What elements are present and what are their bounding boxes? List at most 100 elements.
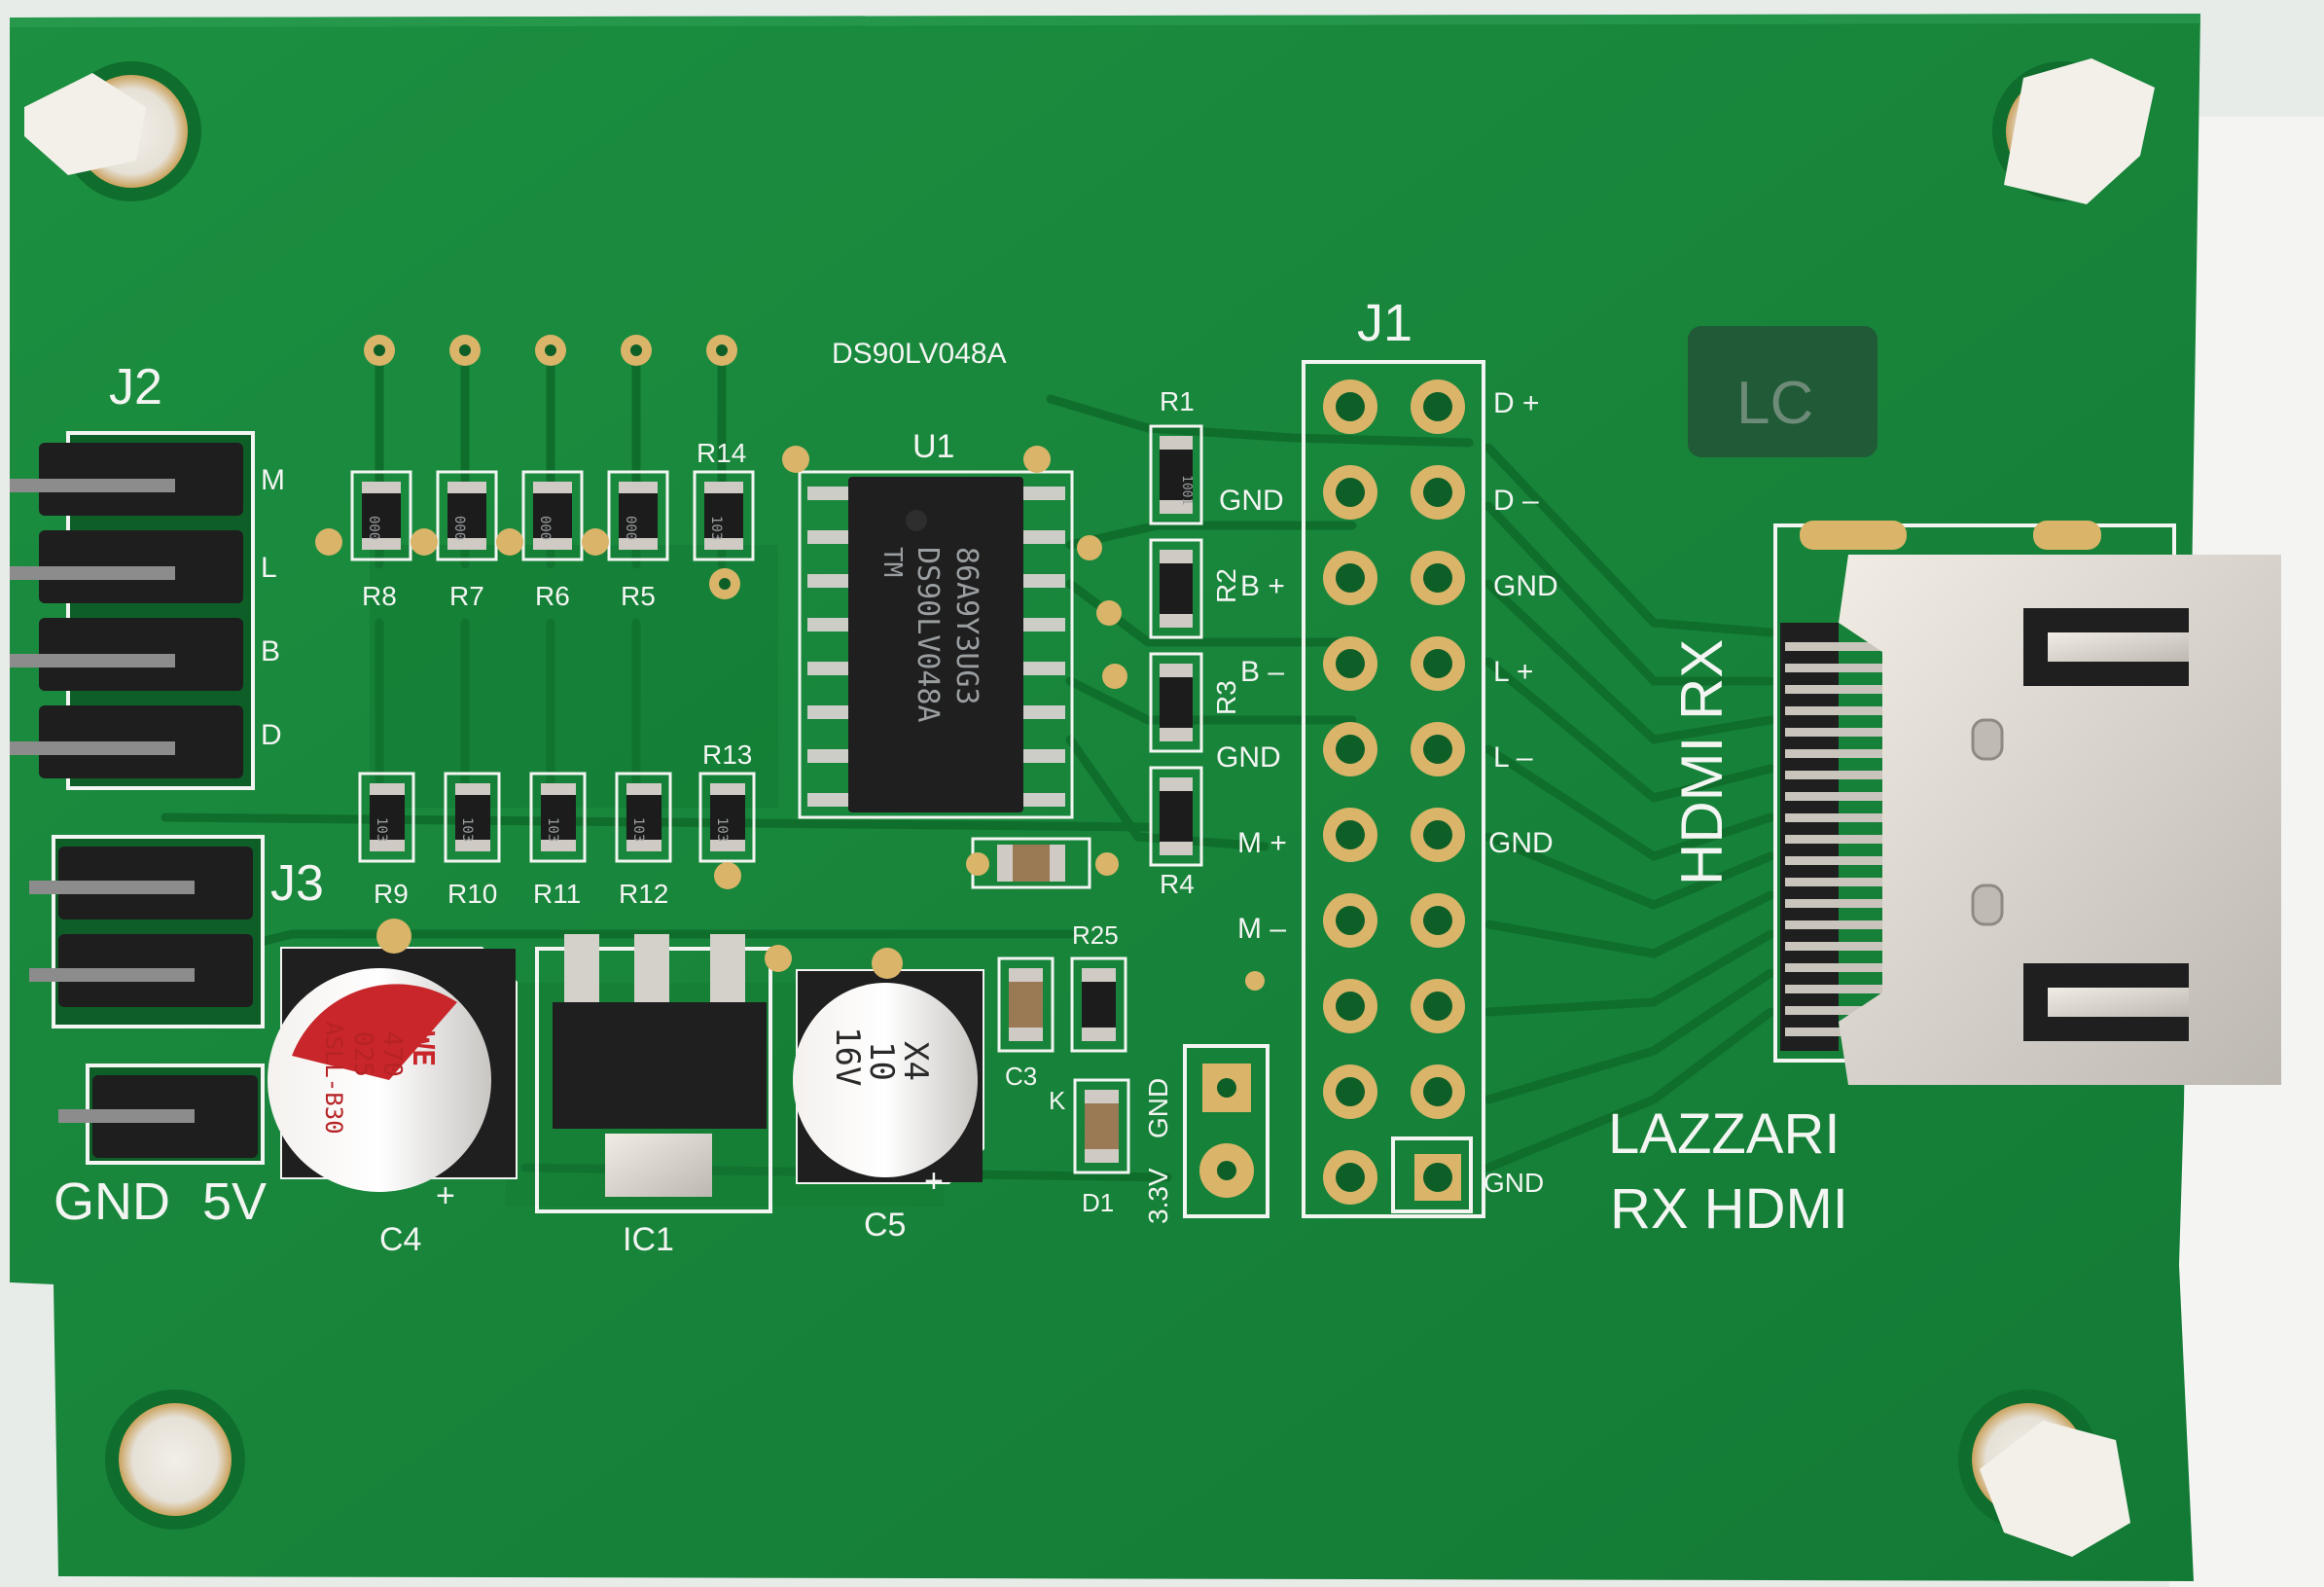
resistor-r12 <box>615 772 672 863</box>
svg-text:025: 025 <box>348 1031 377 1077</box>
j1-left-label-4: GND <box>1216 741 1281 774</box>
j1-right-label-2: GND <box>1493 570 1558 602</box>
j1-pad-hole <box>1423 563 1452 593</box>
hdmi-pins <box>1785 642 1882 1036</box>
j1-right-labels: D + D – GND L + L – GND GND <box>1484 387 1558 1198</box>
j1-pad-hole <box>1423 478 1452 507</box>
label-r3: R3 <box>1211 680 1241 715</box>
j1-pad-grid <box>1323 379 1465 1205</box>
j1-pad-hole <box>1336 735 1365 764</box>
j1-left-label-6: M – <box>1237 913 1286 945</box>
label-r2: R2 <box>1211 568 1241 603</box>
resistor-r25 <box>1070 956 1127 1053</box>
j1-pad-hole <box>1336 906 1365 935</box>
j1-left-label-2: B + <box>1240 570 1285 602</box>
header-j2 <box>10 431 255 790</box>
via-u1-side <box>1077 535 1127 689</box>
hdmi-pin <box>1785 1006 1882 1015</box>
label-power-gnd: GND <box>54 1172 170 1231</box>
label-r10: R10 <box>447 879 497 909</box>
hdmi-pin <box>1785 749 1882 758</box>
hdmi-pin <box>1785 963 1882 972</box>
mounting-hole-bottom-right <box>1958 1389 2130 1557</box>
mounting-hole-top-left <box>24 61 201 201</box>
resistor-r10 <box>444 772 501 863</box>
hdmi-pin <box>1785 856 1882 865</box>
capacitor-c4-marking: WE 470 025 ASLL-B30 <box>320 1022 440 1135</box>
marking-r11: 103 <box>545 817 560 842</box>
j1-right-label-5: GND <box>1488 827 1554 859</box>
j1-pad-hole <box>1336 392 1365 421</box>
capacitor-c3 <box>997 956 1055 1053</box>
capacitor-c5: + <box>793 948 984 1200</box>
logo-lc-text: LC <box>1736 370 1813 437</box>
label-r13: R13 <box>702 739 752 770</box>
resistor-r7 <box>436 470 498 561</box>
j1-pad-hole <box>1336 478 1365 507</box>
hdmi-pin <box>1785 942 1882 951</box>
hdmi-pin <box>1785 813 1882 822</box>
hdmi-pin <box>1785 920 1882 929</box>
marking-r10: 103 <box>459 817 475 842</box>
label-r6: R6 <box>535 581 570 611</box>
label-power-5v: 5V <box>202 1172 267 1231</box>
j1-right-label-1: D – <box>1493 485 1539 517</box>
hdmi-pin <box>1785 835 1882 844</box>
label-chip: DS90LV048A <box>832 338 1007 370</box>
resistor-r4 <box>1149 766 1203 867</box>
j1-pad-hole <box>1336 1077 1365 1106</box>
marking-r13: 103 <box>714 817 730 842</box>
resistor-r9 <box>358 772 415 863</box>
hdmi-connector <box>1773 521 2281 1085</box>
resistor-r13 <box>698 772 756 889</box>
svg-text:TM: TM <box>877 547 907 577</box>
j1-pad-hole <box>1423 906 1452 935</box>
hdmi-pin <box>1785 664 1882 672</box>
j1-pad-hole <box>1423 820 1452 849</box>
label-hdmi-rx: HDMI RX <box>1669 639 1734 885</box>
label-j2-pin-d: D <box>261 719 282 751</box>
resistor-r5 <box>607 470 669 561</box>
resistor-r6 <box>521 470 584 561</box>
j1-pad-hole <box>1336 820 1365 849</box>
label-r1: R1 <box>1160 386 1195 416</box>
marking-r6: 000 <box>537 516 553 540</box>
j1-left-label-1: GND <box>1219 485 1284 517</box>
test-pads-3v3 <box>1183 971 1269 1218</box>
capacitor-small <box>966 837 1119 889</box>
resistor-r11 <box>529 772 587 863</box>
j1-pad-hole <box>1423 992 1452 1021</box>
j1-pad-hole <box>1423 649 1452 678</box>
j1-pad-hole <box>1336 563 1365 593</box>
hdmi-pin <box>1785 1028 1882 1036</box>
pcb-substrate <box>10 14 2200 1581</box>
svg-text:X4: X4 <box>896 1041 935 1081</box>
ic-u1-marking: 86A9Y3UG3 DS90LV048A TM <box>877 547 983 723</box>
regulator-ic1 <box>535 934 792 1213</box>
hdmi-pin <box>1785 728 1882 737</box>
marking-r12: 103 <box>630 817 646 842</box>
resistor-r1 <box>1149 424 1203 525</box>
label-j2: J2 <box>109 359 162 415</box>
j1-right-label-4: L – <box>1493 741 1533 774</box>
header-j3 <box>29 835 265 1028</box>
via-row-mid <box>315 528 609 556</box>
label-r8: R8 <box>362 581 397 611</box>
label-r14: R14 <box>697 438 746 468</box>
label-r12: R12 <box>619 879 668 909</box>
label-r7: R7 <box>449 581 484 611</box>
j1-left-label-3: B – <box>1240 656 1284 688</box>
hdmi-pin <box>1785 899 1882 908</box>
label-gnd-test: GND <box>1143 1078 1173 1138</box>
label-c5-plus: + <box>924 1163 944 1200</box>
label-u1: U1 <box>912 428 954 465</box>
label-c4: C4 <box>379 1221 421 1258</box>
j1-left-labels: GND B + B – GND M + M – <box>1216 485 1287 945</box>
diode-d1 <box>1073 1078 1130 1174</box>
resistor-r3 <box>1149 652 1203 753</box>
resistor-r14 <box>693 470 755 599</box>
svg-text:DS90LV048A: DS90LV048A <box>911 547 945 723</box>
hdmi-pin <box>1785 642 1882 651</box>
label-j2-pin-l: L <box>261 552 277 584</box>
label-j1: J1 <box>1357 294 1412 352</box>
